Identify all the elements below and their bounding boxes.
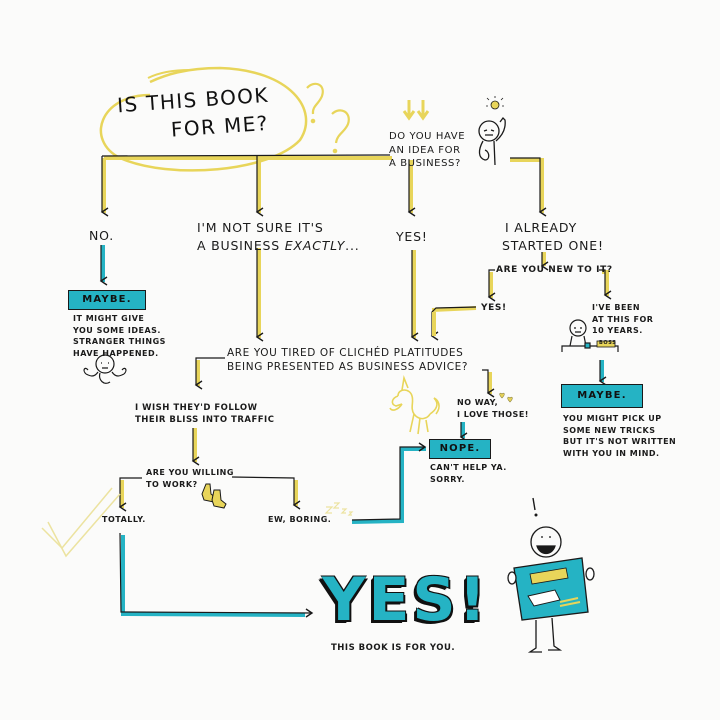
- person-at-desk-icon: [561, 319, 619, 352]
- wish-to-work-line: [191, 428, 200, 466]
- start-arrows-icon: [402, 100, 430, 121]
- answer-boring: Ew, boring.: [268, 515, 332, 524]
- platitudes-question: Are you tired of clichéd platitudes bein…: [227, 347, 469, 374]
- platitudes-branches: [194, 357, 495, 398]
- question-marks-icon: [306, 82, 350, 154]
- desk-sign: Boss: [599, 340, 617, 346]
- top-branch-line: [100, 154, 547, 217]
- boring-to-nope-line: [351, 442, 427, 524]
- shrugging-person-icon: [83, 354, 127, 384]
- result-nope-text: Can't help ya. Sorry.: [430, 463, 507, 484]
- new-to-it-yes: Yes!: [481, 303, 507, 313]
- answer-follow-bliss: I wish they'd follow their bliss into tr…: [135, 403, 275, 426]
- new-to-it-question: Are you new to it?: [496, 265, 613, 275]
- no-way-to-nope-line: [459, 422, 468, 442]
- answer-totally: Totally.: [102, 515, 146, 524]
- result-maybe-no: Maybe.: [68, 290, 146, 310]
- person-holding-book-icon: [507, 526, 595, 653]
- veteran-answer: I've been at this for 10 years.: [592, 303, 654, 336]
- no-to-maybe-line: [99, 245, 108, 286]
- person-lightbulb-icon: [478, 96, 506, 166]
- yes-to-platitudes-line: [410, 250, 419, 342]
- exclamation-icon: [532, 497, 538, 517]
- result-maybe-veteran-text: You might pick up some new tricks but it…: [563, 414, 677, 458]
- hearts-icon: [499, 392, 513, 403]
- answer-no: No.: [89, 228, 115, 243]
- work-question: Are you willing to work?: [146, 468, 234, 489]
- veteran-to-maybe-line: [598, 360, 607, 386]
- already-to-new-line: [540, 252, 549, 271]
- result-maybe-veteran: Maybe.: [561, 384, 643, 408]
- title-bubble: [99, 66, 308, 172]
- result-maybe-no-text: It might give you some ideas. Stranger t…: [73, 314, 166, 358]
- zzz-icon: [324, 502, 354, 516]
- final-yes-heading: YES!: [322, 565, 490, 635]
- checkmark-icon: [41, 487, 121, 558]
- work-branches: [118, 476, 301, 512]
- start-question: Do you have an idea for a business?: [389, 131, 466, 169]
- totally-to-yes-line: [119, 532, 314, 618]
- not-sure-to-platitudes-line: [255, 248, 264, 342]
- answer-yes: Yes!: [396, 229, 428, 244]
- result-nope: Nope.: [429, 439, 491, 459]
- work-boots-icon: [201, 483, 227, 509]
- new-to-it-branches: [430, 269, 612, 341]
- answer-not-sure: I'm not sure it's a business exactly...: [197, 220, 360, 254]
- answer-no-way: No way, I love those!: [457, 398, 529, 419]
- final-yes-subtext: This book is for you.: [331, 643, 456, 653]
- answer-already-started: I already started one!: [502, 220, 604, 254]
- unicorn-icon: [389, 375, 440, 435]
